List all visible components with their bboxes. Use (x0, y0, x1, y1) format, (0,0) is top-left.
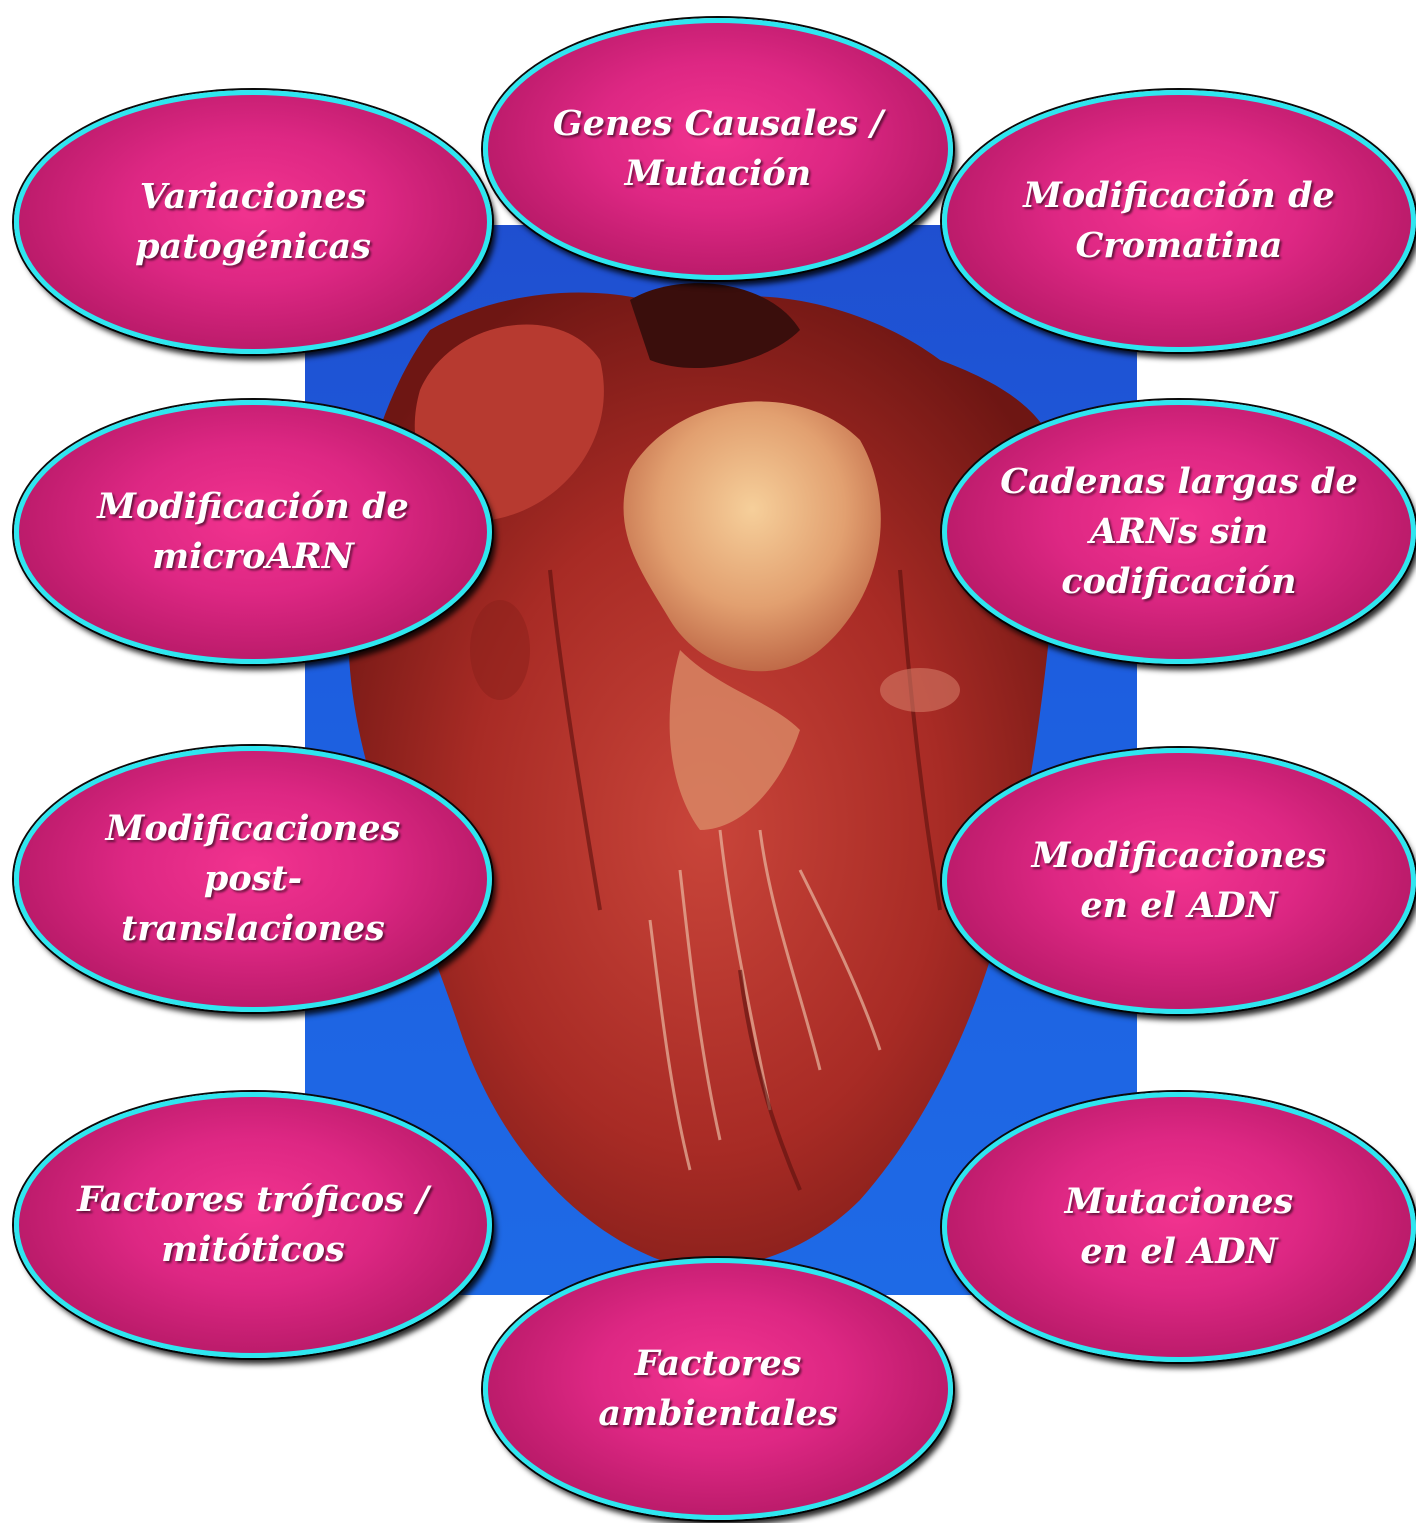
bubble-mid-right: Cadenas largas de ARNs sin codificación (942, 400, 1416, 664)
bubble-label: Modificación de microARN (97, 482, 409, 582)
bubble-bottom-right: Mutaciones en el ADN (942, 1092, 1416, 1362)
bubble-label: Factores tróficos / mitóticos (77, 1175, 429, 1275)
bubble-lower-left: Modificaciones post- translaciones (14, 746, 492, 1012)
bubble-top-left: Variaciones patogénicas (14, 90, 492, 354)
bubble-bottom-left: Factores tróficos / mitóticos (14, 1092, 492, 1358)
bubble-top-center: Genes Causales / Mutación (483, 18, 953, 280)
bubble-bottom-center: Factores ambientales (483, 1258, 953, 1520)
bubble-label: Genes Causales / Mutación (553, 99, 883, 199)
bubble-label: Modificaciones post- translaciones (59, 804, 447, 954)
bubble-label: Mutaciones en el ADN (1065, 1177, 1293, 1277)
bubble-label: Cadenas largas de ARNs sin codificación (987, 457, 1371, 607)
bubble-label: Modificaciones en el ADN (1032, 831, 1327, 931)
bubble-top-right: Modificación de Cromatina (942, 90, 1416, 352)
bubble-mid-left: Modificación de microARN (14, 400, 492, 664)
bubble-lower-right: Modificaciones en el ADN (942, 748, 1416, 1014)
bubble-label: Factores ambientales (528, 1339, 908, 1439)
bubble-label: Modificación de Cromatina (1023, 171, 1335, 271)
bubble-label: Variaciones patogénicas (135, 172, 371, 272)
